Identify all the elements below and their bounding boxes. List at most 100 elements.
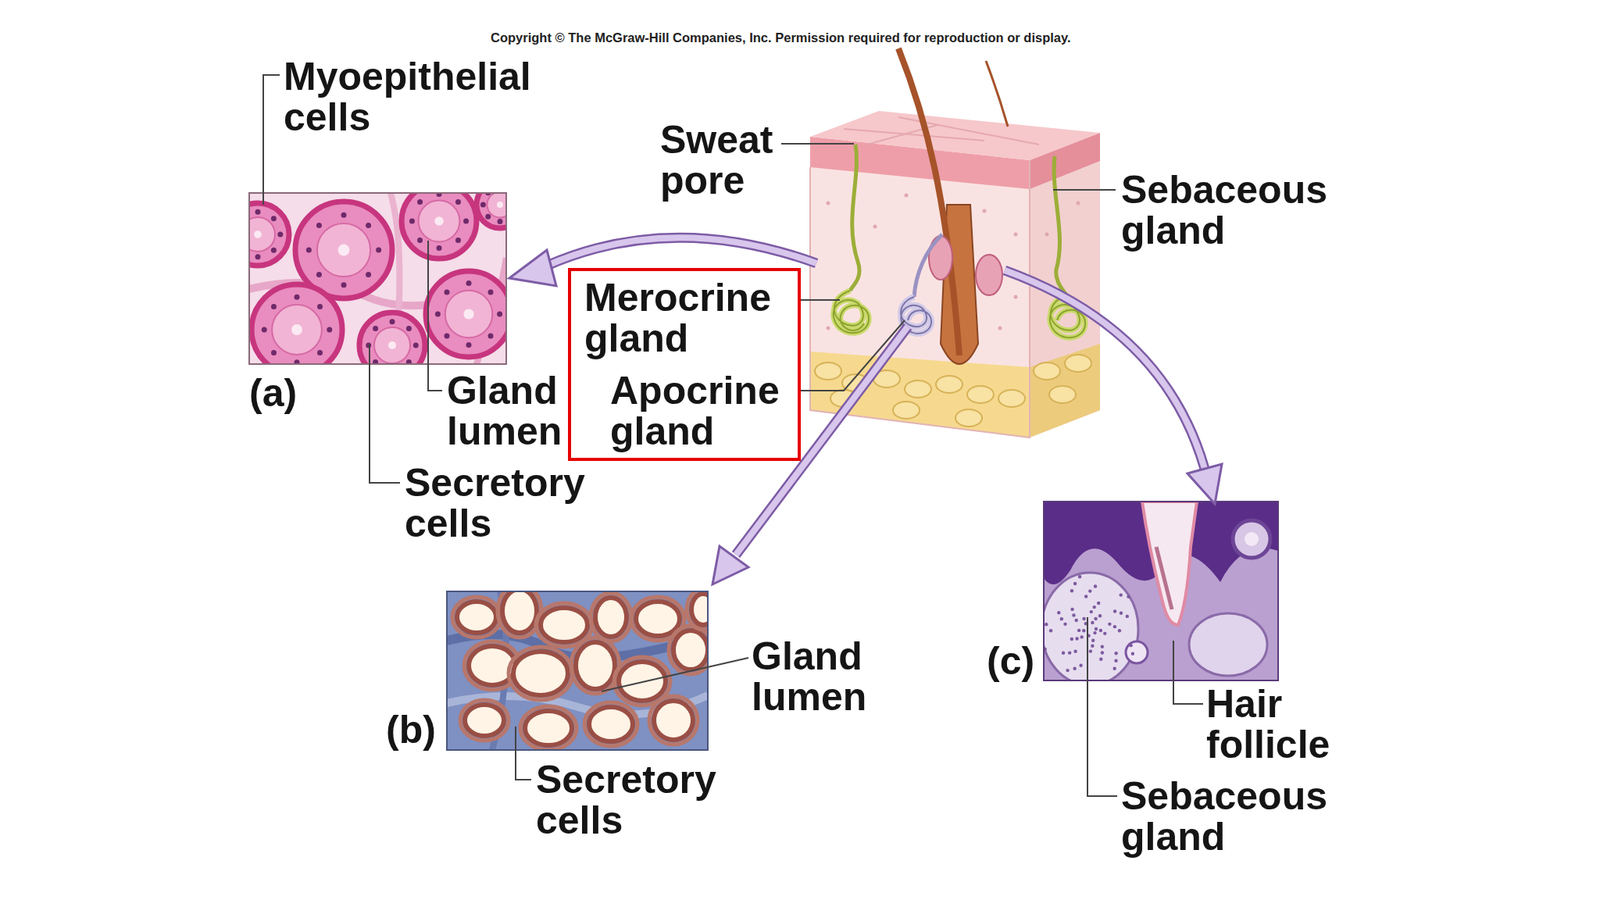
cell-dot	[1090, 621, 1094, 625]
gland-wall	[590, 592, 632, 642]
panel-letter: (c)	[986, 640, 1058, 682]
cell-dot	[1084, 594, 1088, 598]
skin-block-part	[810, 136, 1030, 438]
cell-dot	[1117, 628, 1122, 633]
skin-block-part	[810, 110, 1100, 161]
fat-cell	[955, 409, 983, 427]
micrograph-sebaceous	[1043, 501, 1279, 681]
nucleus-dot	[277, 232, 283, 238]
nucleus-dot	[271, 215, 277, 222]
nucleus-dot	[341, 282, 347, 288]
part-label: Sweat pore	[660, 119, 795, 201]
cell-dot	[1049, 628, 1053, 633]
leader-lines-part	[601, 657, 749, 692]
cell-dot	[1089, 610, 1093, 614]
nucleus-dot	[365, 271, 372, 278]
nucleus-dot	[455, 199, 461, 205]
highlight-box: Merocrine glandApocrine gland	[567, 267, 801, 461]
gland-lumen	[691, 593, 708, 625]
leader-lines-part	[515, 726, 532, 780]
gland-wall	[686, 591, 708, 630]
skin-block-part	[833, 290, 869, 333]
part-label: Gland lumen	[751, 635, 875, 718]
fat-cell	[967, 385, 994, 404]
cell-dot	[1131, 652, 1135, 656]
skin-block-part	[1053, 156, 1067, 296]
leader-lines-part	[1173, 640, 1204, 704]
lumen-dot	[496, 201, 504, 208]
nucleus-dot	[341, 212, 347, 218]
nucleus-dot	[497, 218, 504, 225]
cell-dot	[1073, 582, 1077, 586]
cell-dot	[1099, 628, 1103, 633]
skin-block-part	[850, 144, 860, 291]
cell-dot	[1078, 664, 1083, 668]
cell-dot	[1099, 657, 1103, 661]
cell-dot	[1044, 622, 1048, 626]
nucleus-dot	[306, 247, 312, 254]
gland-lumen	[457, 601, 497, 633]
gland-lumen	[589, 707, 633, 742]
tubule	[249, 203, 290, 266]
fat-cell	[892, 401, 920, 419]
nucleus-dot	[466, 280, 472, 286]
cell-dot	[1089, 649, 1093, 653]
fat-cell	[814, 362, 842, 380]
micrograph-merocrine	[249, 192, 507, 365]
cell-dot	[1070, 589, 1074, 593]
lumen-dot	[434, 216, 444, 226]
fat-cell	[904, 380, 932, 398]
copyright-note: Copyright © The McGraw-Hill Companies, I…	[490, 29, 1072, 46]
lumen-dot	[463, 308, 474, 319]
cell-dot	[1070, 637, 1074, 641]
cell-dot	[1107, 622, 1111, 626]
cell-dot	[1100, 650, 1104, 654]
cell-dot	[1077, 628, 1081, 633]
cell-dot	[1126, 595, 1130, 599]
pointer-arrows-part	[546, 237, 817, 266]
nucleus-dot	[488, 289, 494, 295]
cell-dot	[1100, 644, 1104, 648]
gland-lumen	[540, 607, 588, 643]
cell-dot	[1093, 617, 1097, 621]
part-label: Sebaceous gland	[1121, 169, 1344, 251]
micrograph-sebaceous-part	[1189, 613, 1268, 676]
skin-block-part	[810, 160, 1030, 438]
micrograph-frame	[1043, 501, 1279, 681]
gland-name: Merocrine gland	[584, 277, 790, 359]
gland-lumen	[595, 597, 627, 637]
cell-dot	[1090, 643, 1094, 647]
gland-lumen	[653, 700, 693, 740]
skin-block-part	[1029, 343, 1100, 438]
pointer-arrows-part	[1187, 464, 1222, 504]
leader-lines	[263, 75, 1204, 797]
gland-wall	[520, 706, 577, 750]
dermis-dot	[1076, 201, 1081, 206]
cell-dot	[1082, 628, 1086, 633]
lumen-dot	[291, 324, 303, 336]
cell-dot	[1113, 625, 1117, 629]
cell-dot	[1088, 589, 1092, 593]
cell-dot	[1070, 607, 1074, 611]
cell-dot	[1063, 622, 1067, 626]
cell-dot	[1065, 668, 1069, 672]
dermis-dot	[873, 225, 878, 229]
skin-block-part	[898, 48, 960, 356]
nucleus-dot	[443, 333, 450, 340]
nucleus-dot	[375, 247, 382, 254]
nucleus-dot	[316, 271, 322, 278]
nucleus-dot	[316, 222, 322, 229]
cell-dot	[1057, 610, 1061, 615]
micrograph-sebaceous-part	[1125, 641, 1148, 664]
gland-lumen	[575, 642, 615, 690]
micrograph-apocrine-part	[446, 591, 708, 750]
gland-lumen	[618, 661, 666, 701]
cell-dot	[1112, 667, 1116, 671]
micrograph-apocrine	[446, 591, 708, 750]
micrograph-sebaceous-part	[1156, 546, 1172, 610]
gland-lumen	[673, 630, 708, 670]
gland-name: Apocrine gland	[610, 370, 793, 452]
tubule	[425, 271, 507, 358]
pointer-arrows-part	[546, 237, 817, 266]
